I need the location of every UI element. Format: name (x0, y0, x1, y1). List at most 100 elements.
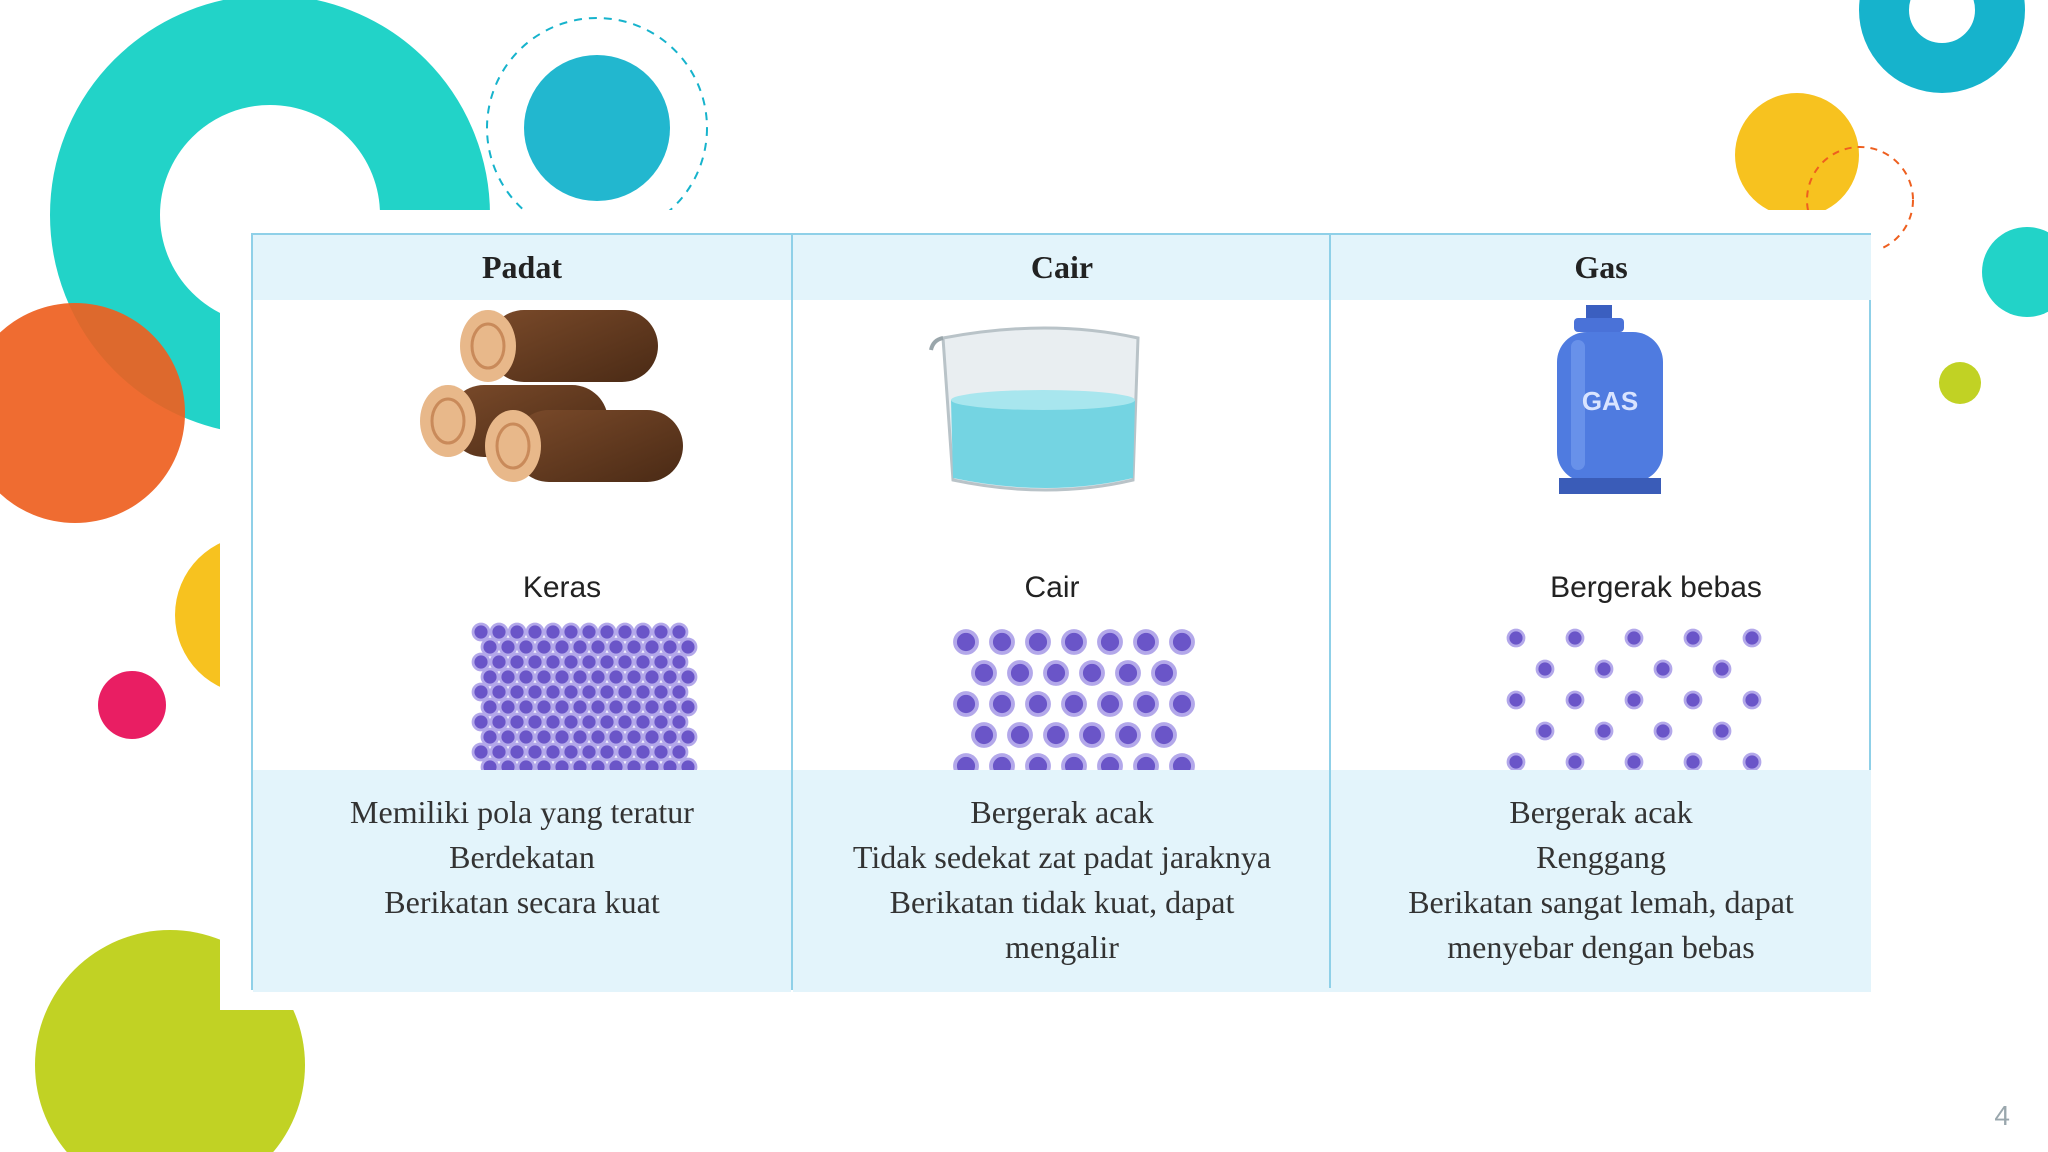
particle-dot (989, 753, 1015, 770)
particle-dot (953, 691, 979, 717)
description-cell: Bergerak acak Tidak sedekat zat padat ja… (793, 770, 1331, 992)
gas-cylinder-icon: GAS (1557, 305, 1663, 494)
particle-dot (971, 722, 997, 748)
description-line: Berikatan sangat lemah, dapat (1408, 884, 1794, 920)
particle-dot (1169, 629, 1195, 655)
particle-dot (1594, 659, 1614, 679)
pink-dot-decoration (98, 671, 166, 739)
particle-dot (1535, 659, 1555, 679)
particle-dot (1079, 722, 1105, 748)
particle-dot (1043, 660, 1069, 686)
particle-dot (1594, 721, 1614, 741)
particle-dot (615, 742, 635, 762)
particle-dot (669, 652, 689, 672)
widely-spaced-particles (1506, 628, 1762, 770)
particle-dot (498, 697, 518, 717)
blue-circle-decoration (524, 55, 670, 201)
particle-dot (633, 712, 653, 732)
particle-dot (471, 742, 491, 762)
states-of-matter-table: Padat (251, 233, 1871, 992)
particle-dot (642, 697, 662, 717)
particle-dot (624, 727, 644, 747)
particle-dot (507, 742, 527, 762)
particle-dot (1683, 752, 1703, 770)
particle-dot (953, 629, 979, 655)
particle-dot (579, 652, 599, 672)
particle-dot (1742, 690, 1762, 710)
particle-dot (624, 667, 644, 687)
particle-dot (606, 697, 626, 717)
state-label: Bergerak bebas (1550, 571, 1762, 604)
particle-dot (543, 712, 563, 732)
particle-dot (669, 712, 689, 732)
particle-dot (615, 652, 635, 672)
particle-dot (498, 757, 518, 770)
particle-dot (516, 667, 536, 687)
particle-dot (561, 682, 581, 702)
particle-dot (651, 622, 671, 642)
state-label: Cair (1024, 571, 1080, 604)
particle-dot (660, 757, 680, 770)
state-label: Keras (522, 571, 602, 604)
description-line: Berikatan tidak kuat, dapat (889, 884, 1235, 920)
stacked-logs-illustration (420, 310, 698, 770)
particle-dot (1043, 722, 1069, 748)
column-header: Padat (253, 235, 791, 300)
column-gas: Gas GAS Bergerak bebas Bergerak acak Ren… (1329, 235, 1871, 992)
particle-dot (480, 757, 500, 770)
particle-dot (579, 682, 599, 702)
loosely-packed-particles (953, 629, 1195, 770)
particle-dot (534, 697, 554, 717)
particle-dot (1115, 660, 1141, 686)
particle-dot (552, 697, 572, 717)
log-icon (485, 410, 683, 482)
particle-dot (471, 712, 491, 732)
log-icon (460, 310, 658, 382)
particle-dot (633, 682, 653, 702)
particle-dot (660, 667, 680, 687)
particle-dot (651, 742, 671, 762)
particle-dot (606, 727, 626, 747)
particle-dot (678, 757, 698, 770)
particle-dot (516, 727, 536, 747)
particle-dot (642, 757, 662, 770)
particle-dot (1133, 753, 1159, 770)
particle-dot (579, 712, 599, 732)
teal-circle-right-decoration (1982, 227, 2048, 317)
particle-dot (480, 727, 500, 747)
particle-dot (570, 697, 590, 717)
particle-dot (579, 622, 599, 642)
particle-dot (1061, 629, 1087, 655)
particle-dot (1565, 752, 1585, 770)
particle-dot (570, 637, 590, 657)
particle-dot (498, 727, 518, 747)
particle-dot (1169, 753, 1195, 770)
particle-dot (552, 637, 572, 657)
description-line: Tidak sedekat zat padat jaraknya (852, 839, 1272, 875)
particle-dot (651, 682, 671, 702)
particle-dot (1133, 629, 1159, 655)
particle-dot (543, 622, 563, 642)
particle-dot (1565, 690, 1585, 710)
particle-dot (1133, 691, 1159, 717)
particle-dot (1624, 690, 1644, 710)
particle-dot (1007, 660, 1033, 686)
particle-dot (1712, 659, 1732, 679)
particle-dot (498, 637, 518, 657)
particle-dot (633, 742, 653, 762)
description-cell: Bergerak acak Renggang Berikatan sangat … (1331, 770, 1871, 992)
particle-dot (642, 637, 662, 657)
description-line: Memiliki pola yang teratur (350, 794, 694, 830)
particle-dot (660, 697, 680, 717)
description-line: Berdekatan (449, 839, 595, 875)
particle-dot (678, 727, 698, 747)
gas-cylinder-illustration: GAS (1506, 305, 1762, 770)
particle-dot (1097, 691, 1123, 717)
particle-dot (1061, 691, 1087, 717)
particle-dot (489, 712, 509, 732)
particle-dot (570, 667, 590, 687)
particle-dot (597, 712, 617, 732)
particle-dot (516, 697, 536, 717)
particle-dot (1506, 752, 1526, 770)
particle-dot (1683, 628, 1703, 648)
